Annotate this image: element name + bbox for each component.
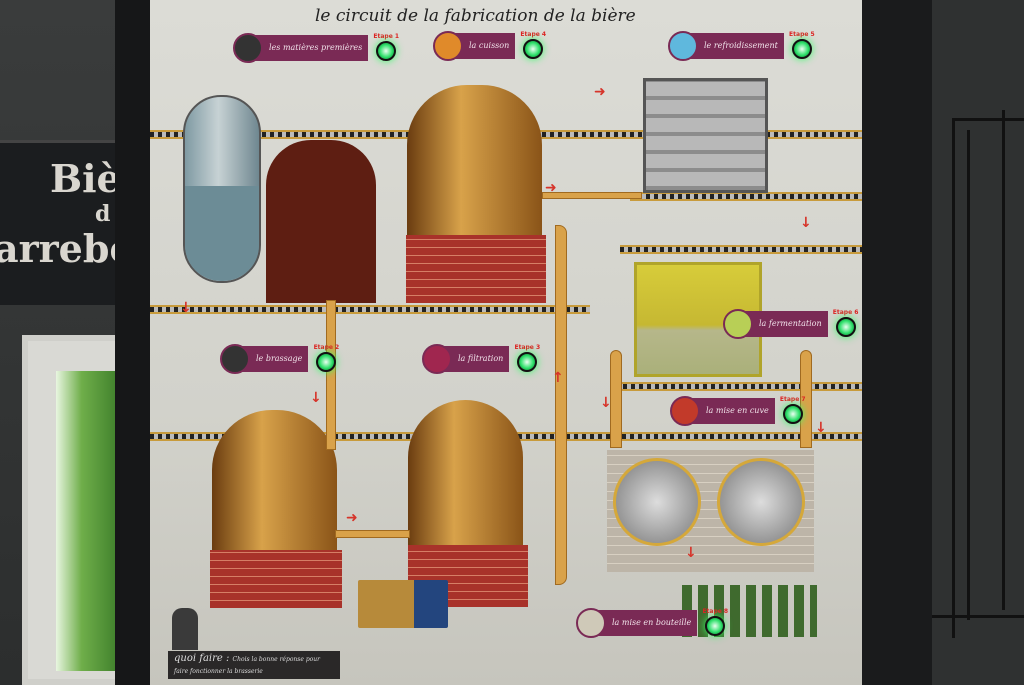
step-5: le refroidissement Etape 5	[668, 31, 817, 61]
cooler	[643, 78, 768, 193]
mixer-icon	[220, 344, 250, 374]
kettle-brick-base	[406, 235, 546, 303]
board-frame	[115, 0, 150, 685]
caption-main: quoi faire :	[174, 653, 230, 664]
step-7-label[interactable]: la mise en cuve	[670, 396, 775, 426]
step-4: la cuisson Etape 4	[433, 31, 548, 61]
step-2-indicator-light[interactable]	[316, 352, 337, 372]
flame-icon	[433, 31, 463, 61]
step-number: Etape 3	[514, 344, 541, 351]
step-3-indicator-light[interactable]	[517, 352, 538, 372]
step-6-label[interactable]: la fermentation	[723, 309, 828, 339]
step-number: Etape 6	[832, 309, 859, 316]
step-label-text: le refroidissement	[704, 41, 778, 50]
step-label-text: la filtration	[458, 354, 504, 363]
step-label-text: la fermentation	[759, 319, 822, 328]
window	[22, 335, 122, 685]
filter-icon	[422, 344, 452, 374]
step-8-indicator-light[interactable]	[705, 616, 726, 636]
mash-brick-base	[210, 550, 342, 608]
step-8-label[interactable]: la mise en bouteille	[576, 608, 698, 638]
snowflake-icon	[668, 31, 698, 61]
step-8: la mise en bouteille Etape 8	[576, 608, 730, 638]
step-4-indicator-light[interactable]	[523, 39, 544, 59]
step-label-text: la mise en cuve	[706, 406, 769, 415]
step-number: Etape 8	[702, 608, 729, 615]
truck	[358, 580, 448, 628]
step-2: le brassage Etape 2	[220, 344, 341, 374]
board-frame	[862, 0, 932, 685]
step-number: Etape 5	[789, 31, 815, 38]
step-number: Etape 2	[313, 344, 340, 351]
step-5-label[interactable]: le refroidissement	[668, 31, 784, 61]
step-number: Etape 7	[779, 396, 806, 403]
step-number: Etape 4	[520, 31, 547, 38]
step-1-label[interactable]: les matières premières	[233, 33, 369, 63]
filter-tank	[408, 400, 523, 548]
wall-sign: Biè d arrebo	[0, 140, 118, 305]
mill	[266, 140, 376, 303]
step-7-indicator-light[interactable]	[782, 404, 803, 424]
step-label-text: les matières premières	[269, 43, 363, 52]
step-6-indicator-light[interactable]	[835, 317, 856, 337]
instruction-caption: quoi faire : Chois la bonne réponse pour…	[168, 651, 340, 679]
step-4-label[interactable]: la cuisson	[433, 31, 516, 61]
bottle-icon	[576, 608, 606, 638]
sign-line: Biè	[50, 156, 118, 201]
sign-line: d	[95, 201, 111, 227]
silo	[183, 95, 261, 283]
mash-tun	[212, 410, 337, 555]
grain-icon	[233, 33, 263, 63]
step-3-label[interactable]: la filtration	[422, 344, 510, 374]
step-1-indicator-light[interactable]	[376, 41, 397, 61]
step-2-label[interactable]: le brassage	[220, 344, 309, 374]
wall-pipes	[932, 0, 1024, 685]
step-label-text: la cuisson	[469, 41, 510, 50]
step-label-text: la mise en bouteille	[612, 618, 692, 627]
tank-icon	[670, 396, 700, 426]
yeast-icon	[723, 309, 753, 339]
cooking-kettle	[407, 85, 542, 235]
waiter-silhouette	[172, 608, 198, 650]
caption-detail: Chois la bonne réponse pour faire foncti…	[174, 656, 321, 675]
step-label-text: le brassage	[256, 354, 303, 363]
sign-line: arrebo	[0, 226, 118, 271]
step-6: la fermentation Etape 6	[723, 309, 861, 339]
storage-tanks	[607, 450, 814, 572]
board-title: le circuit de la fabrication de la bière	[315, 6, 636, 26]
step-3: la filtration Etape 3	[422, 344, 542, 374]
bottles	[682, 585, 817, 637]
brewery-diagram-board: le circuit de la fabrication de la bière…	[150, 0, 862, 685]
step-5-indicator-light[interactable]	[791, 39, 812, 59]
step-1: les matières premières Etape 1	[233, 33, 401, 63]
step-number: Etape 1	[373, 33, 400, 40]
step-7: la mise en cuve Etape 7	[670, 396, 808, 426]
